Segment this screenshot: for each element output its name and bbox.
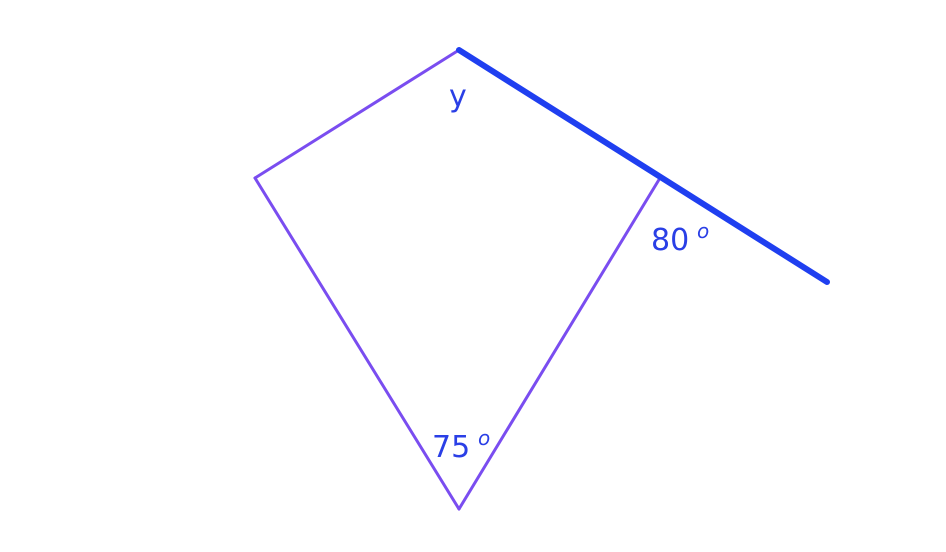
angle-label-80: 80 [651,223,689,258]
angle-degree-mark-80: o [697,219,709,243]
angle-label-y: y [449,79,467,114]
quad-edge-right [457,176,662,511]
angle-label-75: 75 [432,430,470,465]
quad-edge-top-left [253,48,461,180]
angle-degree-mark-75: o [478,426,490,450]
extended-top-right-line [456,47,830,285]
quad-edge-left [253,176,461,511]
